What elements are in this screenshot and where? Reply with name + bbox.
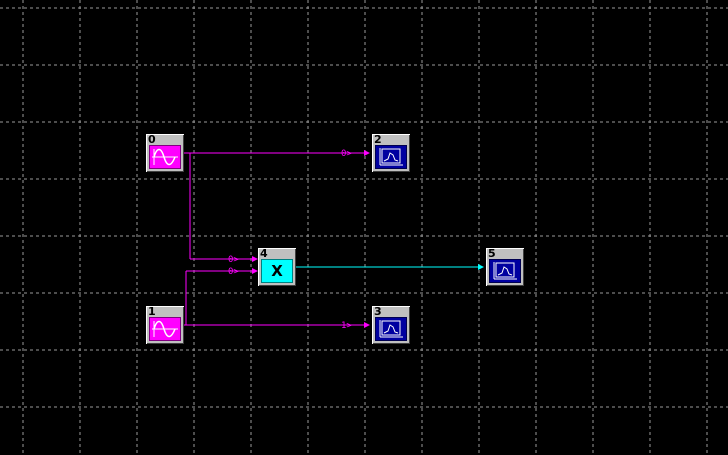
wire-1-to-4-in1[interactable] <box>184 268 258 326</box>
block-number: 5 <box>488 247 496 260</box>
sine-wave-icon <box>149 145 181 169</box>
block-number: 1 <box>148 305 156 318</box>
block-2-scope[interactable]: 2 <box>372 133 410 172</box>
block-1-generator[interactable]: 1 <box>146 305 184 344</box>
wire-1-to-3[interactable] <box>184 322 370 328</box>
sine-wave-icon <box>149 317 181 341</box>
block-3-scope[interactable]: 3 <box>372 305 410 344</box>
block-4-multiplier[interactable]: 4 X <box>258 247 296 286</box>
wire-0-to-4-in0[interactable] <box>189 153 258 262</box>
block-number: 3 <box>374 305 382 318</box>
scope-plot-icon <box>489 259 521 283</box>
block-5-scope[interactable]: 5 <box>486 247 524 286</box>
block-number: 0 <box>148 133 156 146</box>
port-label-scope-2: 0> <box>341 149 352 159</box>
multiplier-label: X <box>271 262 283 280</box>
scope-plot-icon <box>375 317 407 341</box>
port-label-mult-in1: 0> <box>228 267 239 277</box>
port-label-scope-3: 1> <box>341 321 352 331</box>
wire-4-to-5[interactable] <box>296 264 484 270</box>
block-number: 4 <box>260 247 268 260</box>
block-number: 2 <box>374 133 382 146</box>
block-0-generator[interactable]: 0 <box>146 133 184 172</box>
multiply-icon: X <box>261 259 293 283</box>
scope-plot-icon <box>375 145 407 169</box>
port-label-mult-in0: 0> <box>228 255 239 265</box>
wire-0-to-2[interactable] <box>184 150 370 156</box>
